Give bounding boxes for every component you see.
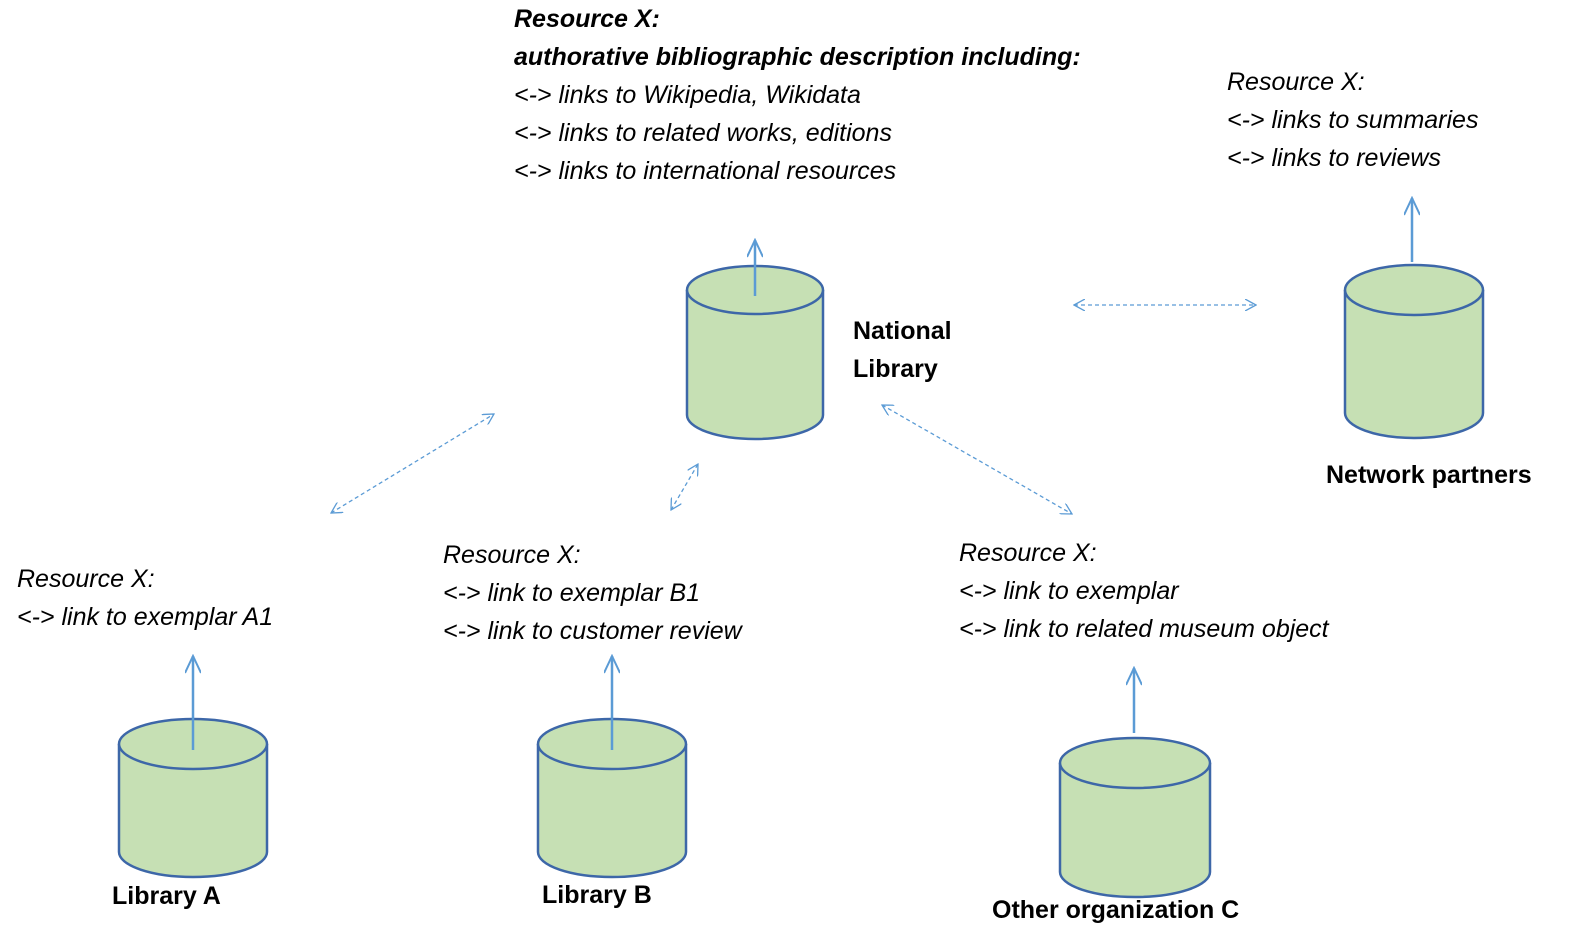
network-resource-block: Resource X: <-> links to summaries <-> l…: [1227, 63, 1478, 177]
national-label-line2: Library: [853, 355, 938, 383]
national-links-list: <-> links to Wikipedia, Wikidata <-> lin…: [514, 76, 896, 190]
library-b-label: Library B: [542, 881, 652, 909]
library-a-resource-title: Resource X:: [17, 565, 155, 593]
library-b-resource-title: Resource X:: [443, 541, 581, 569]
national-library-label: National Library: [853, 312, 952, 388]
library-a-link-item: <-> link to exemplar A1: [17, 603, 274, 631]
national-resource-subtitle: authorative bibliographic description in…: [514, 43, 1081, 71]
org-c-link-item: <-> link to related museum object: [959, 615, 1329, 643]
network-partners-cylinder: [1343, 263, 1485, 440]
network-resource-title: Resource X:: [1227, 68, 1365, 96]
library-a-resource-block: Resource X: <-> link to exemplar A1: [17, 560, 273, 636]
library-b-link-item: <-> link to exemplar B1: [443, 579, 701, 607]
org-c-label: Other organization C: [992, 896, 1240, 924]
network-link-item: <-> links to reviews: [1227, 144, 1441, 172]
network-link-item: <-> links to summaries: [1227, 106, 1479, 134]
national-link-item: <-> links to international resources: [514, 157, 897, 185]
org-c-resource-block: Resource X: <-> link to exemplar <-> lin…: [959, 534, 1329, 648]
library-b-national-connector: [671, 464, 698, 510]
network-partners-label: Network partners: [1326, 461, 1532, 489]
national-label-line1: National: [853, 317, 952, 345]
library-a-cylinder: [117, 717, 269, 879]
org-c-cylinder: [1058, 736, 1212, 899]
national-resource-title: Resource X:: [514, 5, 660, 33]
national-org-c-connector: [882, 405, 1072, 514]
national-resource-block: Resource X: authorative bibliographic de…: [514, 0, 1081, 76]
library-a-label: Library A: [112, 882, 221, 910]
library-b-link-item: <-> link to customer review: [443, 617, 742, 645]
library-b-cylinder: [536, 717, 688, 879]
national-link-item: <-> links to Wikipedia, Wikidata: [514, 81, 861, 109]
org-c-resource-title: Resource X:: [959, 539, 1097, 567]
national-link-item: <-> links to related works, editions: [514, 119, 892, 147]
library-b-resource-block: Resource X: <-> link to exemplar B1 <-> …: [443, 536, 742, 650]
org-c-link-item: <-> link to exemplar: [959, 577, 1179, 605]
library-a-national-connector: [331, 414, 494, 513]
